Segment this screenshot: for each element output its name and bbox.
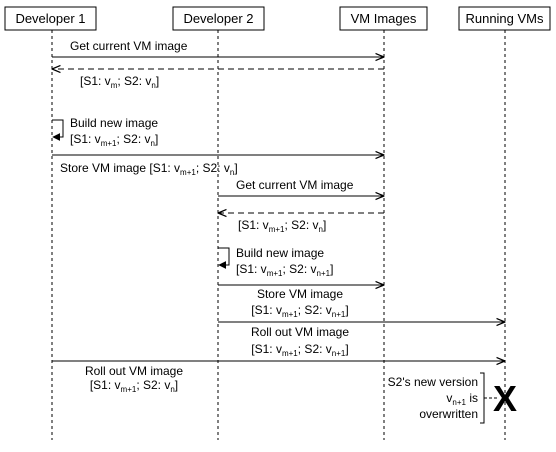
participant-developer-2: Developer 2 (172, 6, 265, 31)
message-label: Roll out VM image (85, 364, 183, 378)
participant-running-vms: Running VMs (458, 6, 551, 31)
participant-label: Developer 2 (183, 11, 253, 26)
message-label: [S1: vm+1​; S2: vn​] (238, 218, 326, 234)
message-build-new-image-dev2: Build new image [S1: vm+1​; S2: vn+1​] (218, 246, 333, 278)
participant-vm-images: VM Images (339, 6, 428, 31)
message-arrow (52, 119, 64, 141)
message-label: [S1: vm+1​; S2: vn+1​] (251, 303, 348, 319)
message-label: Roll out VM image (251, 325, 349, 339)
note-bracket (480, 372, 485, 424)
message-label: Get current VM image (70, 39, 188, 53)
message-store-vm-image-dev2: Store VM image [S1: vm+1​; S2: vn+1​] (218, 285, 384, 319)
participant-label: Running VMs (465, 11, 544, 26)
message-label: Store VM image [S1: vm+1​; S2: vn​] (60, 161, 238, 177)
message-label: Build new image (70, 116, 158, 130)
message-roll-out-vm-image-dev2: Roll out VM image [S1: vm+1​; S2: vn+1​] (218, 322, 505, 358)
message-label: [S1: vm+1​; S2: vn​] (90, 378, 178, 394)
destroy-marker-icon: X (493, 378, 517, 419)
message-label: [S1: vm+1​; S2: vn+1​] (251, 342, 348, 358)
message-label: [S1: vm+1​; S2: vn+1​] (236, 262, 333, 278)
message-label: [S1: vm+1​; S2: vn​] (70, 132, 158, 148)
message-roll-out-vm-image-dev1: Roll out VM image [S1: vm+1​; S2: vn​] (52, 361, 505, 394)
message-build-new-image-dev1: Build new image [S1: vm+1​; S2: vn​] (52, 116, 158, 148)
participant-label: Developer 1 (15, 11, 85, 26)
message-label: [S1: vm​; S2: vn​] (80, 74, 159, 90)
overwrite-note: S2's new version vn+1​ is overwritten X (388, 372, 517, 424)
message-return-dev1: [S1: vm​; S2: vn​] (52, 69, 384, 90)
message-arrow (218, 247, 230, 269)
message-get-current-vm-image-dev1: Get current VM image (52, 39, 384, 57)
message-label: Get current VM image (236, 178, 354, 192)
note-line: overwritten (419, 407, 478, 421)
message-return-dev2: [S1: vm+1​; S2: vn​] (218, 213, 384, 234)
participant-developer-1: Developer 1 (4, 6, 97, 31)
message-label: Store VM image (257, 287, 343, 301)
message-get-current-vm-image-dev2: Get current VM image (218, 178, 384, 196)
note-line: S2's new version (388, 375, 478, 389)
note-line: vn+1​ is (446, 391, 478, 407)
message-store-vm-image-dev1: Store VM image [S1: vm+1​; S2: vn​] (52, 155, 384, 177)
participant-label: VM Images (351, 11, 417, 26)
message-label: Build new image (236, 246, 324, 260)
